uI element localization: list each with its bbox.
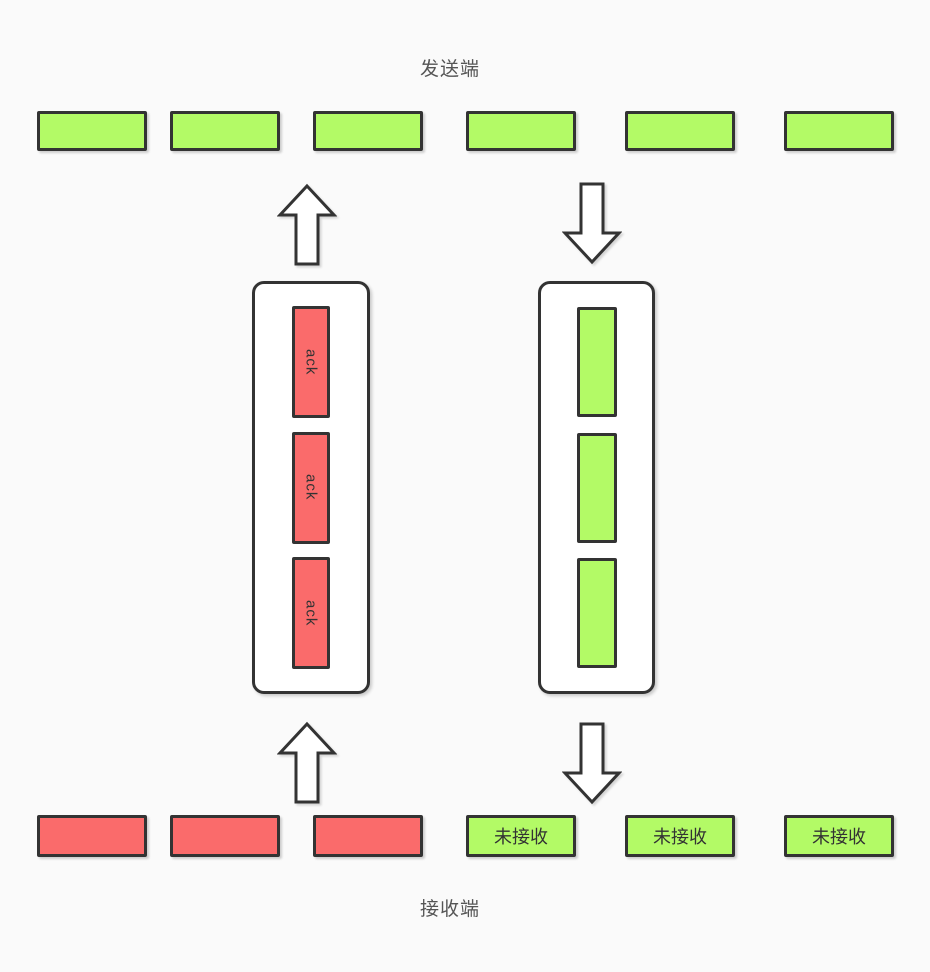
receiver-packet-received bbox=[170, 815, 280, 857]
arrow-down-icon bbox=[561, 721, 623, 805]
arrow-down-icon bbox=[561, 181, 623, 265]
ack-channel: ack ack ack bbox=[252, 281, 370, 694]
ack-packet: ack bbox=[292, 431, 330, 544]
ack-packet: ack bbox=[292, 305, 330, 418]
ack-packet-label: ack bbox=[302, 348, 320, 375]
receiver-title: 接收端 bbox=[419, 899, 480, 920]
sender-packet bbox=[37, 111, 147, 151]
sender-packet bbox=[170, 111, 280, 151]
receiver-packet-received bbox=[37, 815, 147, 857]
sender-packet bbox=[466, 111, 576, 151]
receiver-packet-not-received: 未接收 bbox=[466, 815, 576, 857]
sender-packet bbox=[313, 111, 423, 151]
ack-packet: ack bbox=[292, 557, 330, 670]
data-channel bbox=[538, 281, 655, 694]
data-packet bbox=[576, 307, 617, 418]
arrow-up-icon bbox=[276, 721, 338, 805]
sender-title: 发送端 bbox=[419, 59, 480, 80]
not-received-label: 未接收 bbox=[812, 827, 866, 847]
data-packet bbox=[576, 432, 617, 543]
data-packet bbox=[576, 557, 617, 668]
receiver-packet-not-received: 未接收 bbox=[625, 815, 735, 857]
receiver-packet-not-received: 未接收 bbox=[784, 815, 894, 857]
ack-packet-label: ack bbox=[302, 600, 320, 627]
ack-packet-label: ack bbox=[302, 474, 320, 501]
sender-packet bbox=[625, 111, 735, 151]
receiver-packet-received bbox=[313, 815, 423, 857]
sender-packet bbox=[784, 111, 894, 151]
not-received-label: 未接收 bbox=[494, 827, 548, 847]
arrow-up-icon bbox=[276, 183, 338, 267]
not-received-label: 未接收 bbox=[653, 827, 707, 847]
